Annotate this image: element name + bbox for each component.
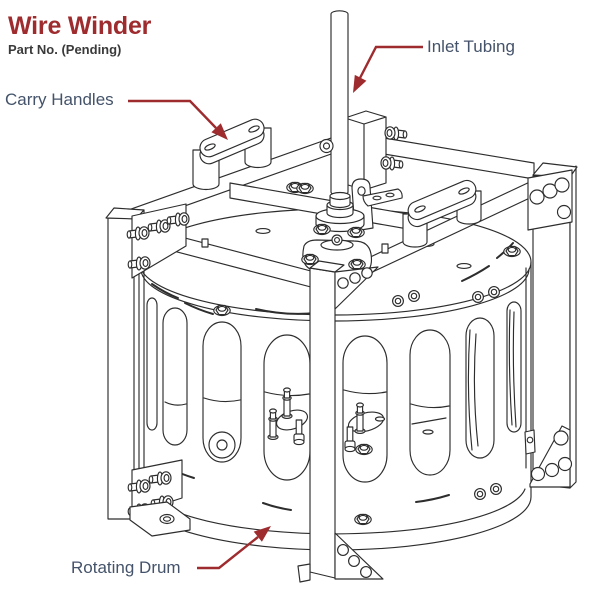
callout-label-carry-handles: Carry Handles bbox=[5, 90, 114, 109]
part-number: Part No. (Pending) bbox=[8, 42, 122, 57]
carry-handle-left bbox=[192, 118, 272, 191]
drum-interior bbox=[164, 309, 517, 459]
carry-frame-beams bbox=[119, 131, 535, 293]
inlet-tube bbox=[319, 10, 349, 196]
front-post bbox=[297, 260, 384, 583]
callout-label-inlet-tubing: Inlet Tubing bbox=[427, 37, 515, 56]
rotating-drum-arrow bbox=[197, 526, 271, 570]
right-post bbox=[524, 162, 578, 489]
carry-handles-arrow bbox=[128, 99, 228, 140]
carry-handle-right bbox=[402, 179, 482, 248]
callout-label-rotating-drum: Rotating Drum bbox=[71, 558, 181, 577]
page-title: Wire Winder bbox=[8, 12, 152, 40]
inlet-tubing-arrow bbox=[353, 45, 423, 93]
left-post bbox=[105, 203, 191, 537]
callout-arrows bbox=[128, 45, 423, 570]
